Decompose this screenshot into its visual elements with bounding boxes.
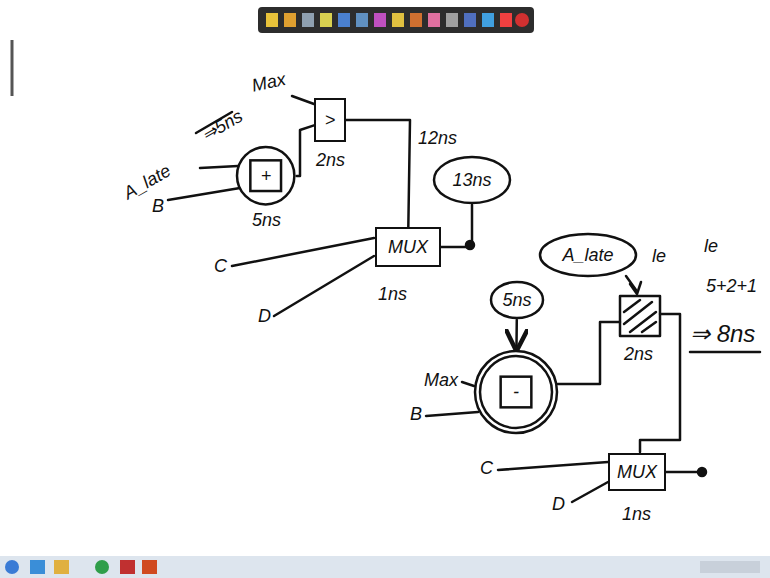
delay-value: 1ns xyxy=(378,284,407,305)
toolbar-icon xyxy=(266,13,278,27)
taskbar-clock xyxy=(700,561,760,573)
taskbar-bar xyxy=(0,556,770,578)
toolbar-icon xyxy=(428,13,440,27)
outline-ring xyxy=(475,351,557,433)
toolbar-bar xyxy=(258,7,534,33)
toolbar-icon xyxy=(464,13,476,27)
outline-ring xyxy=(480,356,552,428)
node-text: - xyxy=(513,382,519,403)
delay-value: 2ns xyxy=(624,344,653,365)
input-wire xyxy=(168,188,240,200)
toolbar-icon xyxy=(284,13,296,27)
toolbar-icon xyxy=(302,13,314,27)
taskbar-icon xyxy=(54,560,69,574)
toolbar-icon xyxy=(410,13,422,27)
hatch xyxy=(642,322,656,332)
delay-sum: 5+2+1 xyxy=(706,276,757,297)
wire-connector xyxy=(297,125,314,176)
node-text: 13ns xyxy=(452,170,491,191)
select-wire xyxy=(640,314,680,452)
toolbar-icon xyxy=(338,13,350,27)
adder-circle: + xyxy=(235,145,296,206)
arrow-head xyxy=(630,282,641,294)
node-text: > xyxy=(325,110,336,131)
input-wire xyxy=(274,256,374,316)
wire-connector xyxy=(346,120,410,227)
toolbar-icon xyxy=(500,13,512,27)
operator-box xyxy=(501,377,532,408)
outline-ring xyxy=(491,282,543,318)
hatch xyxy=(630,312,656,332)
circuit-wires xyxy=(168,96,760,502)
timing-note: ⇒5ns xyxy=(198,106,246,146)
side-bar xyxy=(11,40,14,96)
mux-box: MUX xyxy=(608,453,666,491)
toolbar-icon xyxy=(392,13,404,27)
app-toolbar xyxy=(258,7,534,33)
toolbar-icon xyxy=(320,13,332,27)
signal-name: D xyxy=(552,494,565,515)
input-wire xyxy=(292,96,314,104)
subtractor-circle: - xyxy=(473,349,559,435)
outline-ring xyxy=(237,147,294,204)
toolbar-icon xyxy=(356,13,368,27)
note-text: le xyxy=(652,246,666,267)
signal-name: C xyxy=(480,458,493,479)
node-text: 5ns xyxy=(502,290,531,311)
taskbar xyxy=(0,556,770,578)
wire-connector xyxy=(441,205,472,247)
wire-connector xyxy=(515,320,518,349)
toolbar-icon xyxy=(446,13,458,27)
outline-ring xyxy=(434,157,510,203)
delay-value: 1ns xyxy=(622,504,651,525)
input-wire xyxy=(426,412,478,416)
signal-name: A_late xyxy=(120,160,175,203)
taskbar-icon xyxy=(30,560,45,574)
signal-name: Max xyxy=(424,370,458,391)
node-text: MUX xyxy=(617,462,657,483)
input-wire xyxy=(232,238,374,266)
delay-value: 2ns xyxy=(316,150,345,171)
arrow-wire xyxy=(626,276,636,290)
delay-circle: 5ns xyxy=(489,280,545,320)
toolbar-icon xyxy=(374,13,386,27)
mux-box: MUX xyxy=(375,227,441,267)
output-dot xyxy=(698,468,706,476)
input-wire xyxy=(558,322,620,384)
taskbar-icon xyxy=(120,560,135,574)
hatch xyxy=(624,300,640,312)
toolbar-icon xyxy=(515,13,529,27)
taskbar-icon xyxy=(95,560,109,574)
input-wire xyxy=(498,462,608,470)
delay-value: 5ns xyxy=(252,210,281,231)
note-text: le xyxy=(704,236,718,257)
signal-name: B xyxy=(410,404,422,425)
node-text: + xyxy=(261,166,272,187)
input-wire xyxy=(462,382,474,386)
toolbar-icon xyxy=(482,13,494,27)
signal-name: D xyxy=(258,306,271,327)
taskbar-icon xyxy=(5,560,19,574)
signal-name: C xyxy=(214,256,227,277)
comparator-box xyxy=(620,296,660,336)
result-circle: 13ns xyxy=(432,155,512,205)
input-wire xyxy=(200,166,238,168)
underline xyxy=(690,351,760,354)
output-wire xyxy=(666,471,700,474)
delay-value: 12ns xyxy=(418,128,457,149)
taskbar-icon xyxy=(142,560,157,574)
node-text: MUX xyxy=(388,237,428,258)
outline-ring xyxy=(540,234,636,276)
signal-name: Max xyxy=(250,69,288,96)
operator-box xyxy=(251,161,282,192)
input-wire xyxy=(572,482,608,502)
total-delay: ⇒ 8ns xyxy=(690,320,755,348)
signal-name: B xyxy=(152,196,164,217)
comparator-box: > xyxy=(314,98,346,142)
input-circle: A_late xyxy=(538,232,638,278)
hatch xyxy=(624,302,652,324)
node-text: A_late xyxy=(562,245,613,266)
